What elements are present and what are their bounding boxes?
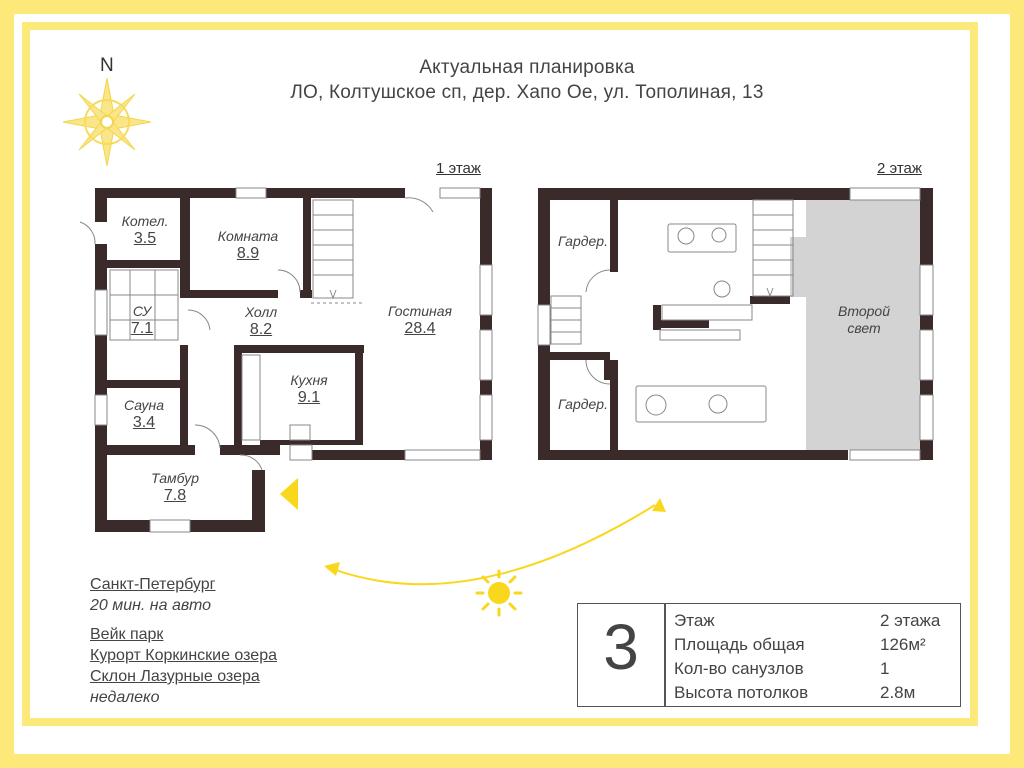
room-bathroom-name: СУ	[132, 303, 152, 319]
sun-icon	[475, 569, 523, 617]
floor1-label: 1 этаж	[436, 160, 481, 177]
fact-floors-label: Этаж	[674, 611, 715, 630]
room-boiler: Котел. 3.5	[112, 213, 178, 247]
floor2-plan	[538, 188, 933, 460]
fact-floors-value: 2 этажа	[880, 611, 941, 630]
property-address: ЛО, Колтушское сп, дер. Хапо Ое, ул. Топ…	[290, 82, 764, 103]
location-city-time: 20 мин. на авто	[90, 597, 212, 614]
location-block: Санкт-Петербург 20 мин. на авто Вейк пар…	[90, 574, 277, 708]
fact-ceiling-label: Высота потолков	[674, 683, 809, 702]
room-living-area: 28.4	[404, 320, 436, 337]
compass-rose-icon	[62, 77, 152, 167]
room-bedroom-name: Комната	[217, 228, 279, 244]
room-sauna-area: 3.4	[132, 414, 156, 431]
room-second-light: Второй свет	[838, 303, 890, 336]
room-boiler-name: Котел.	[121, 213, 169, 229]
page-title: Актуальная планировка	[419, 57, 635, 78]
room-wardrobe-2: Гардер.	[558, 396, 608, 412]
room-kitchen: Кухня 9.1	[270, 372, 348, 406]
room-wardrobe-1: Гардер.	[558, 233, 608, 249]
facts-number: 3	[603, 611, 639, 683]
room-bedroom: Комната 8.9	[196, 228, 300, 262]
fact-bathrooms-value: 1	[880, 659, 890, 678]
room-sauna-name: Сауна	[123, 397, 165, 413]
room-vestibule-name: Тамбур	[151, 470, 199, 486]
room-hall-area: 8.2	[249, 321, 273, 338]
room-living: Гостиная 28.4	[374, 303, 466, 337]
room-sauna: Сауна 3.4	[112, 397, 176, 431]
room-living-name: Гостиная	[387, 303, 453, 319]
room-hall: Холл 8.2	[226, 304, 296, 338]
facts-table: 3 Этаж 2 этажа Площадь общая 126м² Кол-в…	[577, 603, 961, 707]
fact-bathrooms-label: Кол-во санузлов	[674, 659, 804, 678]
floor1-details	[79, 187, 493, 533]
location-places-note: недалеко	[90, 689, 160, 706]
location-place-2: Курорт Коркинские озера	[90, 647, 277, 664]
floor2-label: 2 этаж	[877, 160, 922, 177]
fact-area-value: 126м²	[880, 635, 926, 654]
room-vestibule: Тамбур 7.8	[136, 470, 214, 504]
location-city: Санкт-Петербург	[90, 576, 216, 593]
fact-ceiling-value: 2.8м	[880, 683, 916, 702]
room-boiler-area: 3.5	[133, 230, 157, 247]
location-place-3: Склон Лазурные озера	[90, 668, 260, 685]
sun-path-arc	[329, 504, 656, 586]
room-vestibule-area: 7.8	[163, 487, 187, 504]
room-bathroom-area: 7.1	[130, 320, 154, 337]
facts-divider	[664, 604, 666, 706]
fact-area-label: Площадь общая	[674, 635, 805, 654]
compass-north-label: N	[100, 55, 114, 76]
floor2-details	[537, 187, 934, 461]
room-hall-name: Холл	[244, 304, 278, 320]
room-kitchen-area: 9.1	[297, 389, 321, 406]
room-bedroom-area: 8.9	[236, 245, 260, 262]
location-place-1: Вейк парк	[90, 626, 164, 643]
room-bathroom: СУ 7.1	[112, 303, 172, 337]
entrance-arrow-icon	[280, 478, 298, 510]
room-kitchen-name: Кухня	[290, 372, 328, 388]
